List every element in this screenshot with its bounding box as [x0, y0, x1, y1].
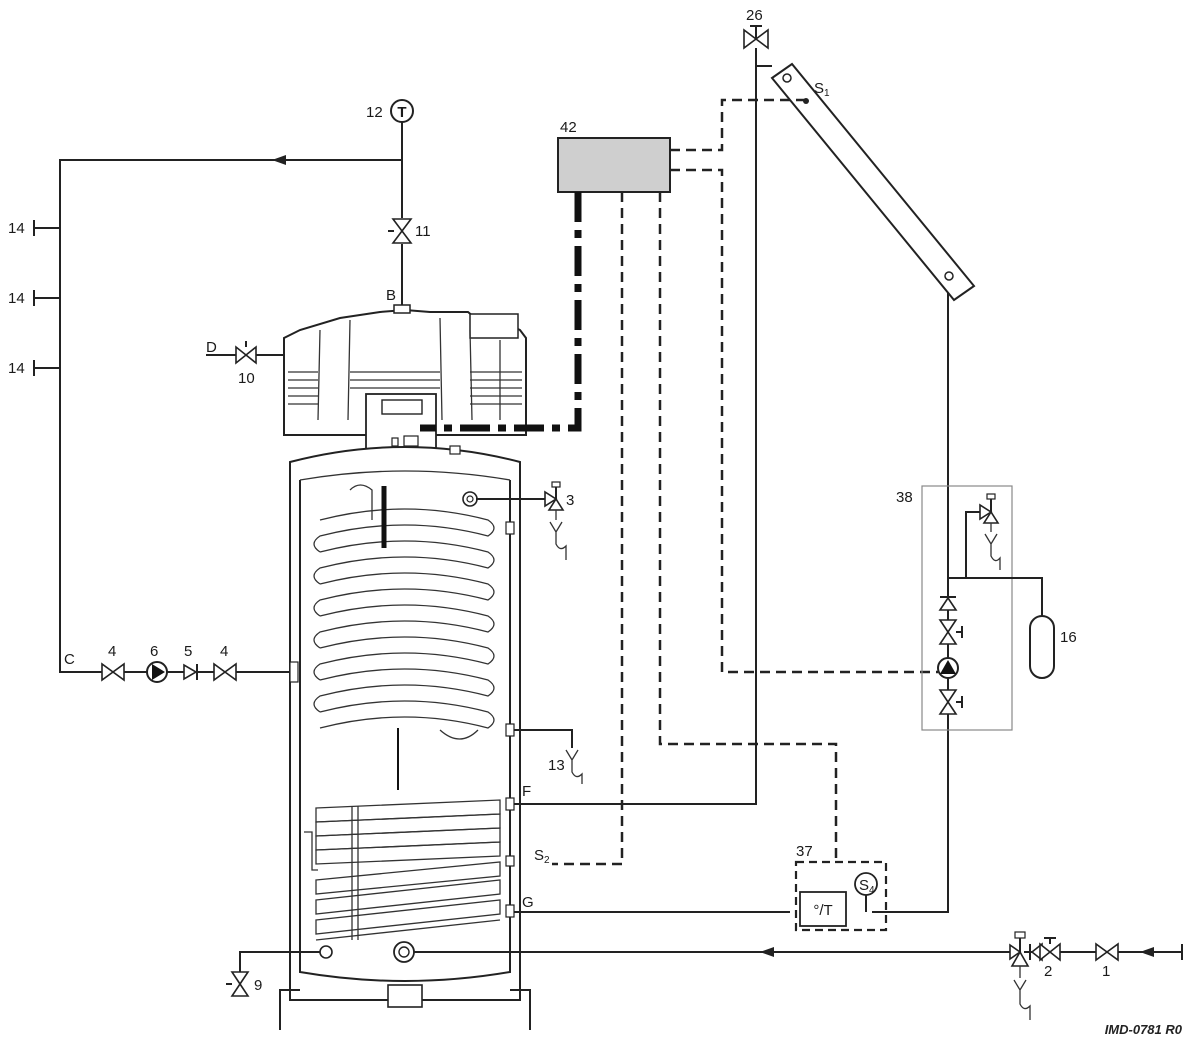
station-check-valve-icon: [938, 596, 958, 611]
label-11: 11: [415, 223, 431, 240]
label-D: D: [206, 339, 217, 356]
inlet-safety-valve-icon: [1009, 931, 1031, 1020]
label-6: 6: [150, 643, 158, 660]
label-1: 1: [1102, 963, 1110, 980]
drawing-reference: IMD-0781 R0: [1105, 1022, 1183, 1037]
label-37: 37: [796, 843, 813, 860]
label-42: 42: [560, 119, 577, 136]
station-valve-lower-icon: [938, 689, 963, 715]
station-valve-upper-icon: [938, 619, 963, 645]
heat-pump-head: [283, 304, 527, 451]
label-F: F: [522, 783, 531, 800]
controller-42: [557, 137, 671, 193]
label-4-right: 4: [220, 643, 228, 660]
air-vent-26-icon: [743, 25, 769, 60]
mixing-valve-symbol: °/T: [813, 902, 832, 919]
expansion-vessel-16: [1029, 615, 1055, 679]
valve-1-icon: [1095, 942, 1119, 962]
thermometer-icon: T: [390, 99, 414, 145]
label-14-top: 14: [8, 220, 25, 237]
label-13: 13: [548, 757, 565, 774]
label-12: 12: [366, 104, 383, 121]
label-14-mid: 14: [8, 290, 25, 307]
drain-13-icon: [565, 749, 583, 784]
mixing-group-37: [794, 860, 888, 932]
label-S2: S2: [534, 847, 550, 866]
valve-4-right-icon: [213, 662, 237, 682]
upper-coil: [313, 484, 495, 740]
label-2: 2: [1044, 963, 1052, 980]
hot-water-loop: [33, 145, 403, 673]
label-10: 10: [238, 370, 255, 387]
label-16: 16: [1060, 629, 1077, 646]
thermometer-letter: T: [397, 104, 406, 121]
label-C: C: [64, 651, 75, 668]
station-safety-valve-icon: [979, 493, 1001, 570]
valve-2-icon: [1039, 937, 1061, 962]
storage-tank: [279, 445, 531, 1030]
valve-10-icon: [235, 341, 257, 365]
pump-6-icon: [146, 661, 168, 683]
valve-9-icon: [226, 971, 250, 997]
valve-11-icon: [388, 218, 413, 244]
label-26: 26: [746, 7, 763, 24]
check-valve-5-icon: [183, 663, 198, 681]
solar-pump-icon: [937, 657, 959, 679]
lower-coil: [304, 799, 501, 941]
valve-4-left-icon: [101, 662, 125, 682]
label-S4: S4: [859, 877, 875, 896]
label-38: 38: [896, 489, 913, 506]
label-G: G: [522, 894, 534, 911]
label-S1: S1: [814, 80, 830, 99]
label-B: B: [386, 287, 396, 304]
pump-station-38: [921, 485, 1013, 731]
safety-valve-3-icon: [544, 481, 567, 560]
label-3: 3: [566, 492, 574, 509]
label-4-left: 4: [108, 643, 116, 660]
label-5: 5: [184, 643, 192, 660]
label-14-bot: 14: [8, 360, 25, 377]
mixing-valve-icon: [799, 891, 847, 927]
label-9: 9: [254, 977, 262, 994]
